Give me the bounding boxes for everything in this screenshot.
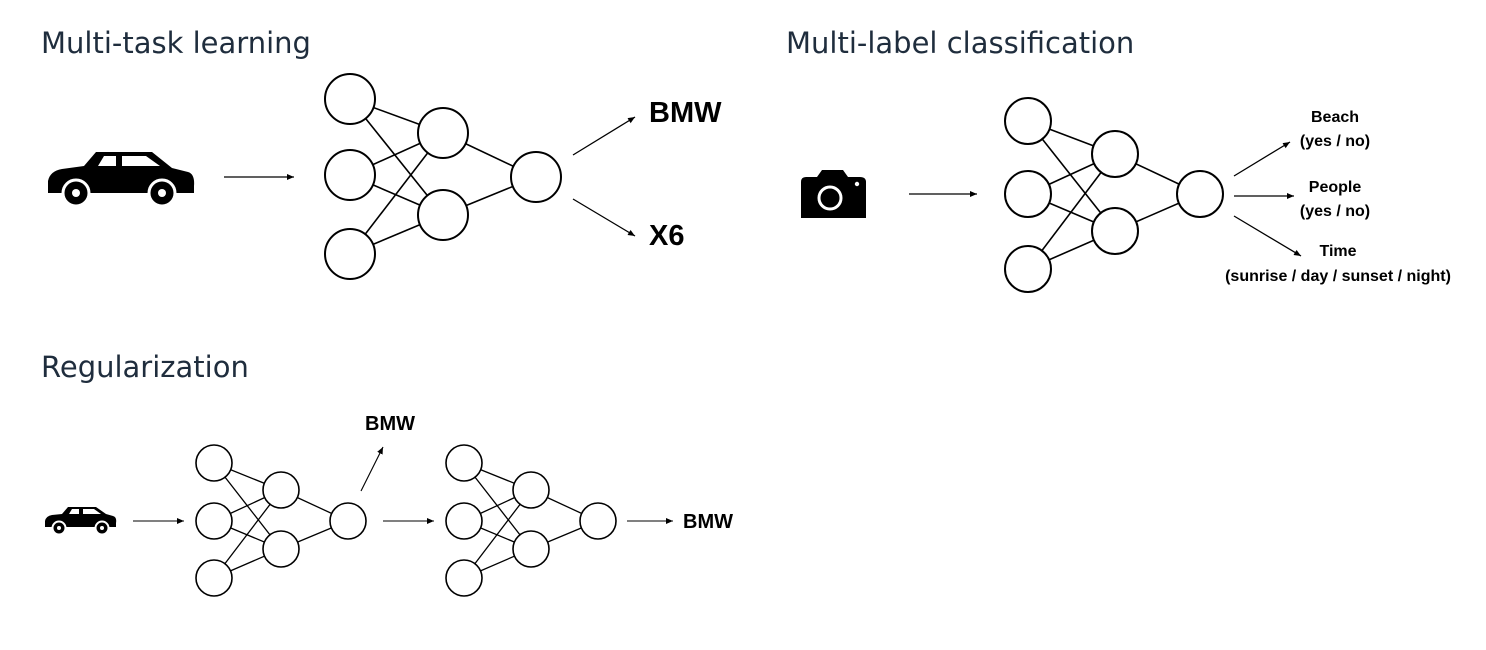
output-label-brand: BMW (649, 97, 722, 129)
neural-network-second (445, 444, 617, 597)
multi-label-classification-title: Multi-label classification (786, 26, 1135, 60)
label-people-options: (yes / no) (1300, 203, 1370, 220)
output-arrow-beach (1233, 141, 1291, 177)
output-arrow-brand (572, 116, 636, 156)
aux-output-label: BMW (365, 413, 415, 435)
label-time: Time (1319, 243, 1356, 260)
small-car-icon (45, 507, 117, 536)
car-icon (48, 152, 195, 208)
output-arrow-model (572, 198, 636, 237)
label-beach-options: (yes / no) (1300, 133, 1370, 150)
final-output-label: BMW (683, 511, 733, 533)
regularization-title: Regularization (41, 350, 249, 384)
aux-output-arrow (360, 446, 384, 492)
label-time-options: (sunrise / day / sunset / night) (1225, 268, 1451, 285)
label-people: People (1309, 179, 1362, 196)
neural-network (324, 73, 562, 280)
output-arrow-time (1233, 215, 1302, 257)
neural-network-first (195, 444, 367, 597)
output-label-model: X6 (649, 220, 684, 252)
label-beach: Beach (1311, 109, 1359, 126)
multi-task-learning-title: Multi-task learning (41, 26, 311, 60)
neural-network (1004, 97, 1224, 293)
camera-icon (801, 170, 866, 218)
